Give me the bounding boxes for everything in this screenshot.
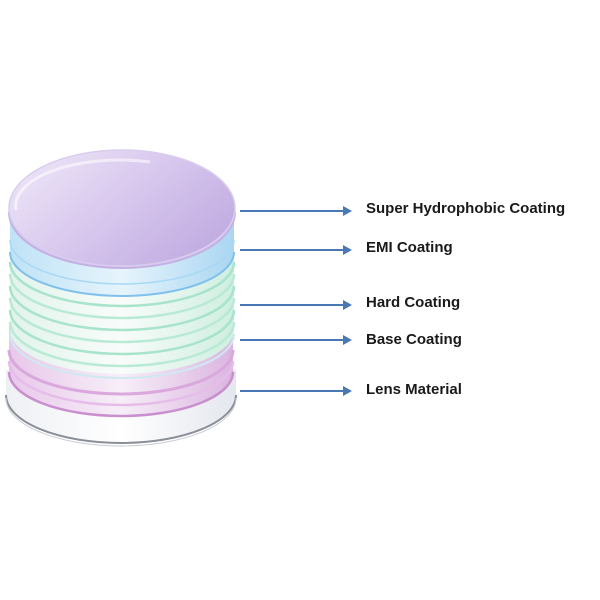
arrow-hard — [240, 300, 352, 310]
label-base-coating: Base Coating — [366, 331, 462, 348]
label-lens-material: Lens Material — [366, 381, 462, 398]
label-hard-coating: Hard Coating — [366, 294, 461, 311]
super-hydrophobic-coating-layer — [8, 149, 236, 269]
arrow-super-hydrophobic — [240, 206, 352, 216]
layer-arrows — [240, 206, 352, 396]
label-super-hydrophobic-coating: Super Hydrophobic Coating — [366, 200, 566, 217]
arrow-lens-material — [240, 386, 352, 396]
arrow-base — [240, 335, 352, 345]
label-emi-coating: EMI Coating — [366, 239, 453, 256]
arrow-emi — [240, 245, 352, 255]
